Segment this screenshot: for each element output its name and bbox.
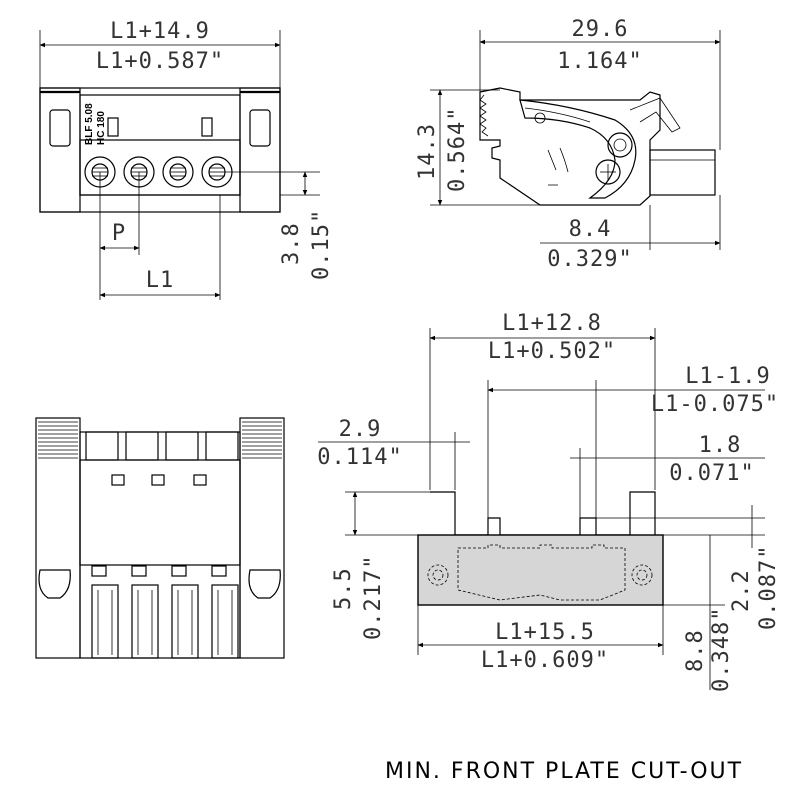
front-dim-height-mm: 3.8 [279,222,304,265]
side-dim-depth-mm: 8.4 [569,217,612,242]
left-ribs [38,421,78,459]
cutout-dim-total-mm: L1+12.8 [502,311,602,336]
side-view: 29.6 1.164" 14.3 0.564" 8.4 0.329" [415,17,721,272]
side-dim-height-mm: 14.3 [415,123,440,180]
terminal-screws [84,156,233,188]
cutout-dim-left-h-in: 0.217" [361,555,386,640]
bottom-view [35,417,285,659]
cutout-dim-plate-h-in: 0.348" [709,607,734,692]
front-view: L1+14.9 L1+0.587" BLF 5.08 HC 180 [39,19,334,300]
cutout-caption: MIN. FRONT PLATE CUT-OUT [385,759,743,784]
cutout-dim-inner-in: L1-0.075" [651,392,779,417]
cutout-dim-right-in: 0.071" [669,461,754,486]
front-label-line2: HC 180 [96,111,107,145]
front-dim-pitch: P [112,221,126,246]
side-dim-height-in: 0.564" [445,107,470,192]
side-dim-width-mm: 29.6 [572,17,629,42]
front-label-line1: BLF 5.08 [84,103,95,145]
cutout-view: L1+12.8 L1+0.502" L1-1.9 L1-0.075" 2.9 0… [317,311,781,692]
right-ribs [242,421,282,459]
cutout-dim-left-mm: 2.9 [339,417,382,442]
cutout-dim-plate-mm: L1+15.5 [495,620,595,645]
front-dim-top-mm: L1+14.9 [110,19,210,44]
cutout-dim-right-mm: 1.8 [699,433,742,458]
side-dim-depth-in: 0.329" [547,247,632,272]
front-plate [417,534,664,606]
cutout-dim-left-in: 0.114" [317,445,402,470]
cutout-dim-inner-mm: L1-1.9 [685,364,770,389]
cutout-dim-left-h-mm: 5.5 [331,567,356,610]
front-dim-length: L1 [146,268,175,293]
cutout-dim-right-h-in: 0.087" [756,545,781,630]
front-dim-height-in: 0.15" [309,209,334,280]
cutout-dim-plate-h-mm: 8.8 [683,629,708,672]
cutout-dim-total-in: L1+0.502" [488,339,616,364]
side-dim-width-in: 1.164" [557,49,642,74]
front-dim-top-in: L1+0.587" [96,49,224,74]
cutout-dim-plate-in: L1+0.609" [481,648,609,673]
cutout-dim-right-h-mm: 2.2 [729,569,754,612]
